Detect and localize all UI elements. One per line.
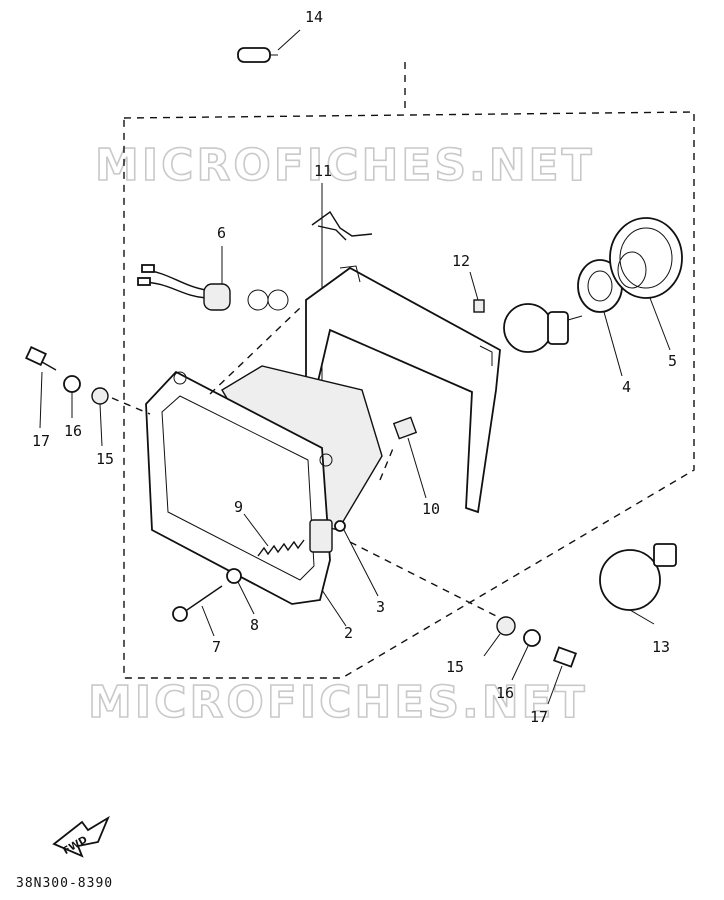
- callout-12: 12: [452, 252, 470, 270]
- callout-14: 14: [305, 8, 323, 26]
- callout-15-left: 15: [96, 450, 114, 468]
- part-16-left-collar: [63, 375, 81, 418]
- callout-10: 10: [422, 500, 440, 518]
- part-16-right-collar: [511, 629, 541, 681]
- callout-5: 5: [668, 352, 677, 370]
- part-15-right-grommet: [483, 616, 516, 657]
- alignment-line-15: [349, 541, 501, 619]
- part-15-left-grommet: [91, 387, 109, 447]
- callout-17-right: 17: [530, 708, 548, 726]
- callout-16-left: 16: [64, 422, 82, 440]
- watermark-top: MICROFICHES.NET: [95, 140, 595, 191]
- part-6-socket: [137, 246, 289, 311]
- callout-2: 2: [344, 624, 353, 642]
- callout-7: 7: [212, 638, 221, 656]
- callout-11: 11: [314, 162, 332, 180]
- fwd-arrow-icon: FWD: [52, 815, 110, 858]
- part-2-headlight-unit: [145, 365, 383, 627]
- callout-6: 6: [217, 224, 226, 242]
- part-4-socket: [577, 259, 623, 377]
- callout-16-right: 16: [496, 684, 514, 702]
- callout-13: 13: [652, 638, 670, 656]
- part-17-left-bolt: [25, 345, 57, 429]
- part-8-nut: [226, 568, 255, 615]
- callout-9: 9: [234, 498, 243, 516]
- part-3-pin: [334, 520, 379, 597]
- part-5-cover: [609, 217, 683, 351]
- callout-15-right: 15: [446, 658, 464, 676]
- part-7-screw: [172, 585, 223, 637]
- callout-4: 4: [622, 378, 631, 396]
- part-12-clip: [469, 271, 485, 313]
- assembly-boundary: [123, 62, 695, 679]
- part-10-block: [392, 416, 427, 499]
- watermark-bottom: MICROFICHES.NET: [88, 677, 588, 728]
- alignment-line-left: [111, 397, 151, 415]
- part-13-bulb: [599, 543, 677, 625]
- callout-8: 8: [250, 616, 259, 634]
- alignment-line-10: [379, 445, 395, 481]
- headlight-bulb: [503, 303, 583, 353]
- callout-3: 3: [376, 598, 385, 616]
- callout-17-left: 17: [32, 432, 50, 450]
- part-9-spring: [243, 513, 305, 557]
- part-17-right-bolt: [547, 646, 578, 705]
- drawing-code: 38N300-8390: [16, 876, 114, 891]
- part-14-bulb: [237, 29, 301, 63]
